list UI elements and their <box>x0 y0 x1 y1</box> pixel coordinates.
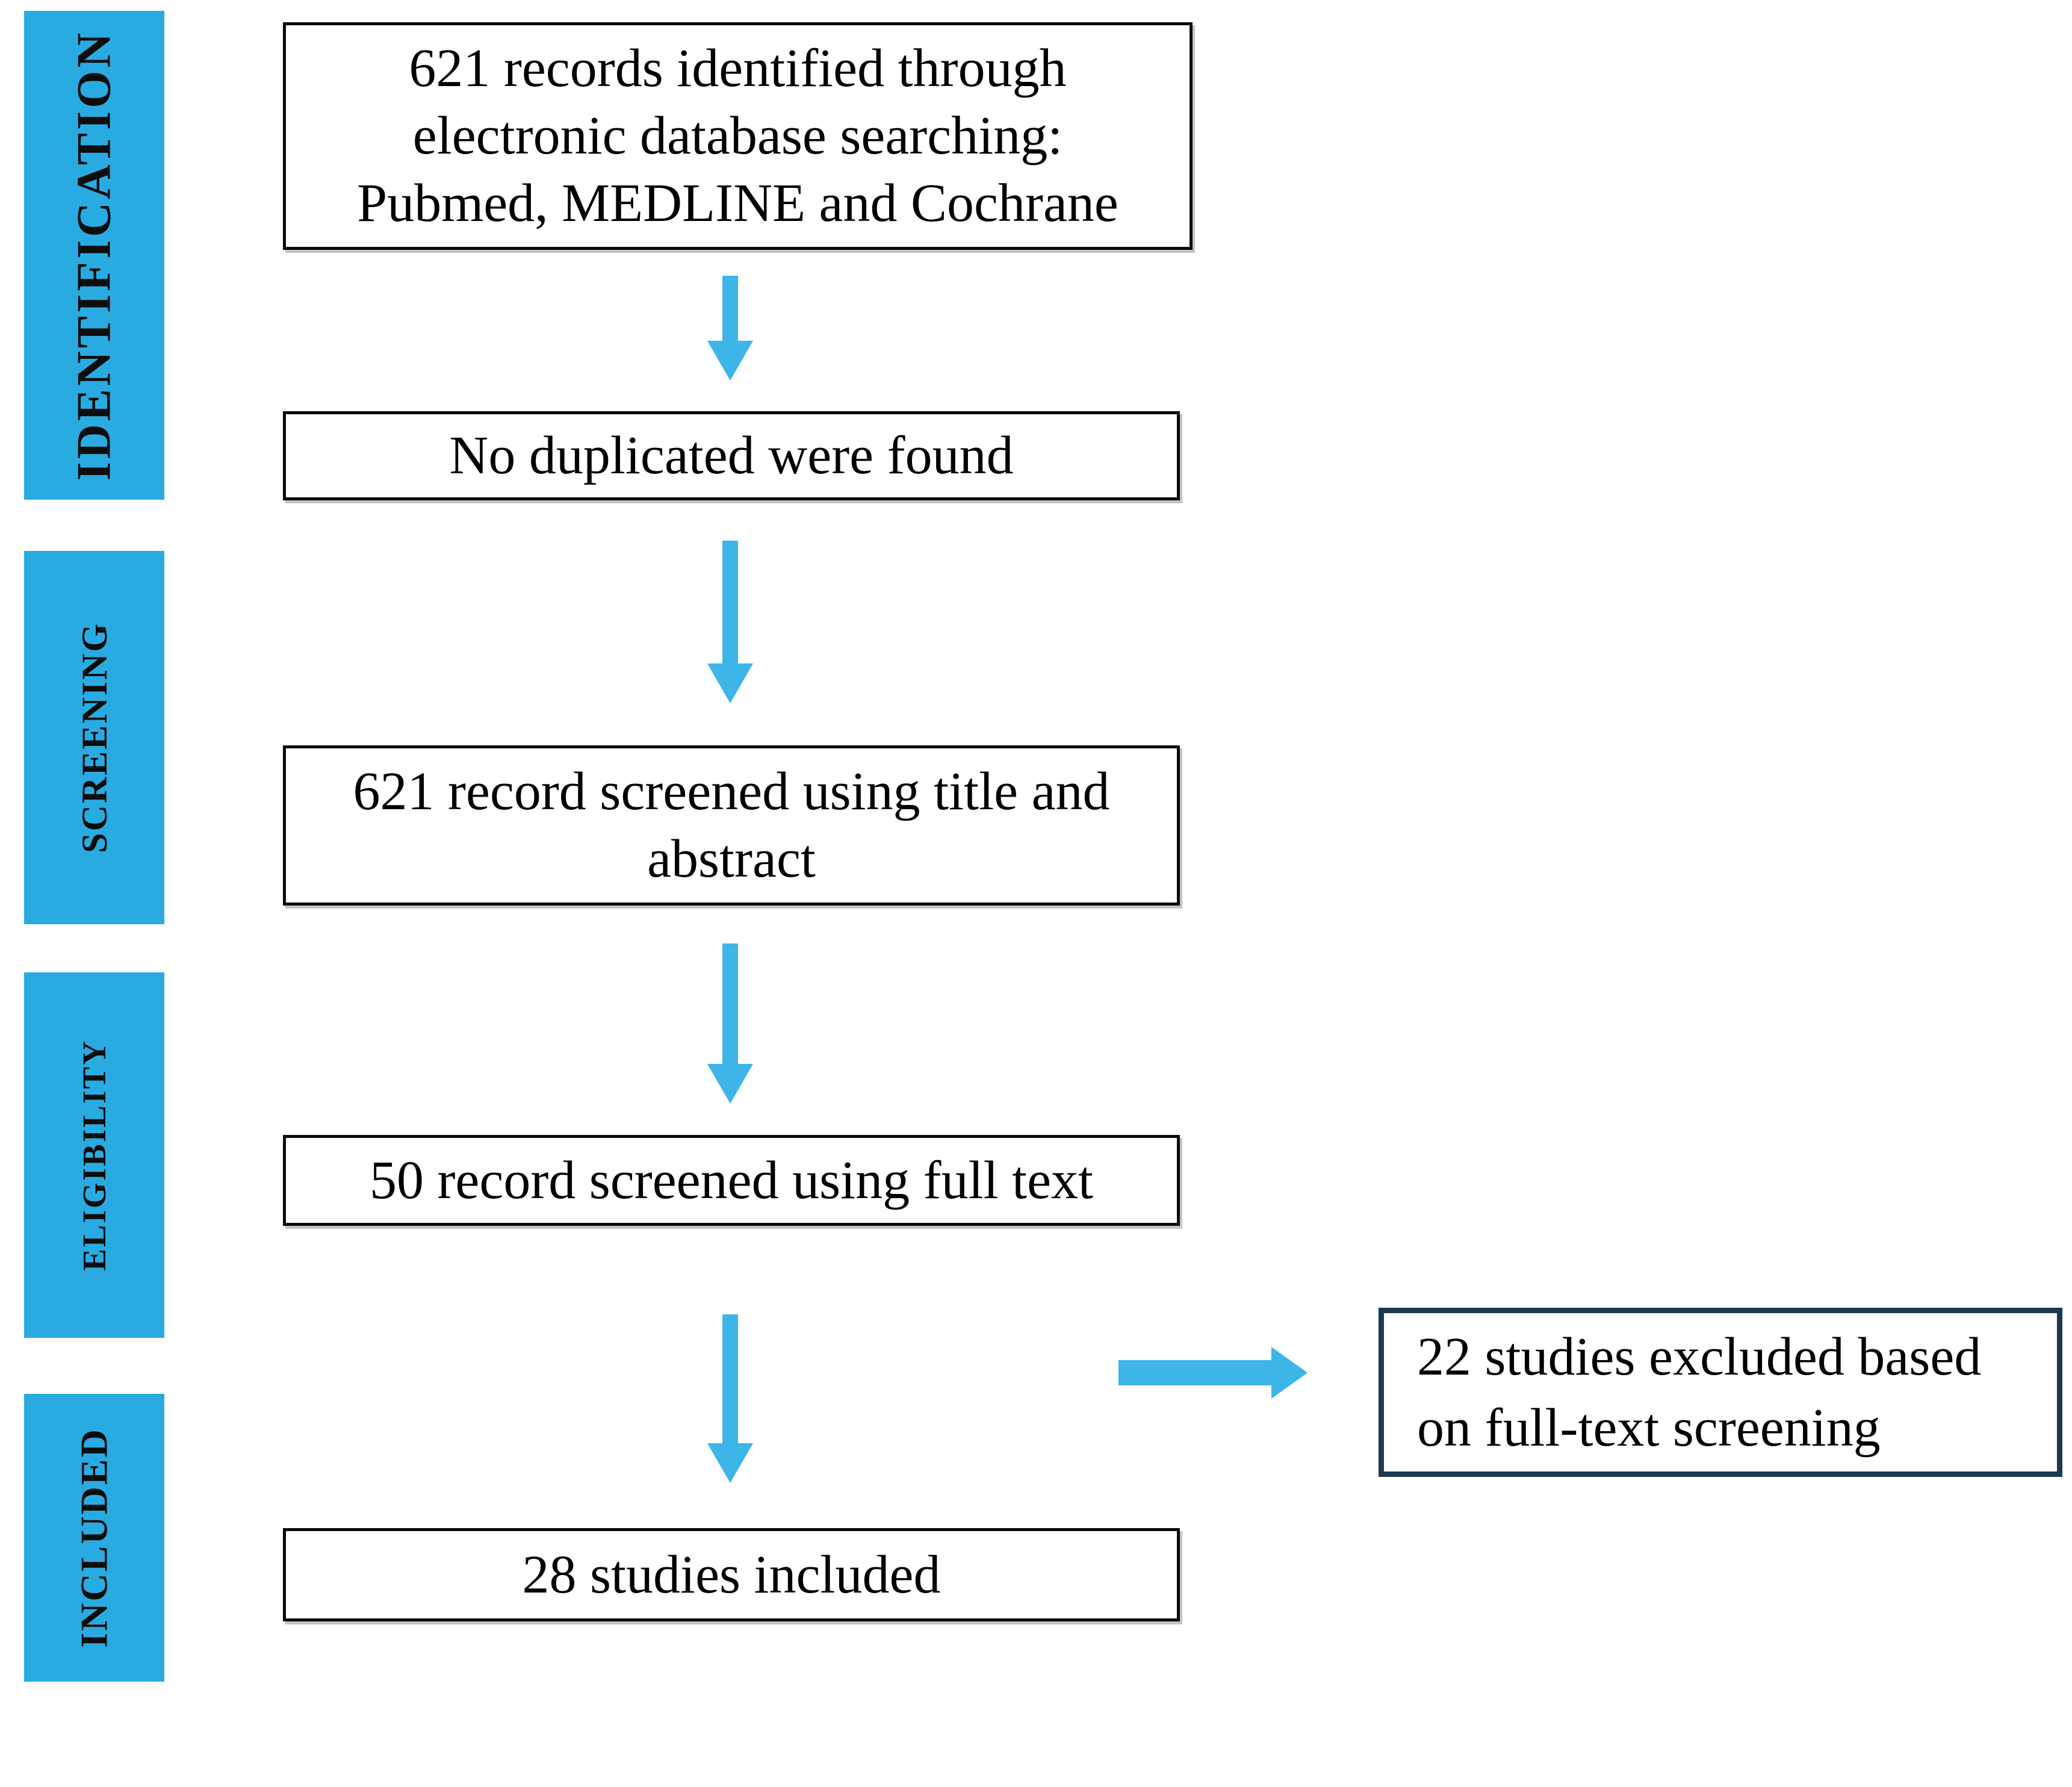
box-records-identified: 621 records identified through electroni… <box>283 22 1193 250</box>
stage-label-eligibility: ELIGIBILITY <box>76 1039 113 1271</box>
box-no-duplicates: No duplicated were found <box>283 411 1180 500</box>
box-text-line: abstract <box>647 829 816 889</box>
right-arrow-icon <box>1118 1347 1307 1399</box>
down-arrow-icon <box>707 541 753 703</box>
stage-label-identification: IDENTIFICATION <box>67 30 121 481</box>
arrow-head <box>1271 1347 1307 1399</box>
arrow-shaft <box>1118 1360 1271 1385</box>
arrow-shaft <box>722 541 738 664</box>
box-studies-included: 28 studies included <box>283 1528 1180 1621</box>
stage-bar-eligibility: ELIGIBILITY <box>24 972 164 1338</box>
box-text-line: Pubmed, MEDLINE and Cochrane <box>357 173 1118 233</box>
box-title-abstract-screened: 621 record screened using title and abst… <box>283 745 1180 906</box>
box-full-text-screened: 50 record screened using full text <box>283 1135 1180 1226</box>
box-text-line: on full-text screening <box>1417 1397 1881 1458</box>
arrow-shaft <box>722 276 738 341</box>
arrow-head <box>707 341 753 381</box>
stage-label-screening: SCREENING <box>74 622 114 853</box>
box-text-line: 621 record screened using title and <box>353 762 1110 821</box>
box-text-line: 22 studies excluded based <box>1417 1326 1982 1387</box>
down-arrow-icon <box>707 276 753 381</box>
arrow-head <box>707 1443 753 1483</box>
down-arrow-icon <box>707 943 753 1104</box>
box-text-line: 28 studies included <box>522 1544 941 1605</box>
stage-bar-identification: IDENTIFICATION <box>24 11 164 500</box>
box-text-line: 621 records identified through <box>409 39 1067 98</box>
arrow-head <box>707 664 753 703</box>
box-text-line: electronic database searching: <box>412 106 1063 166</box>
arrow-shaft <box>722 943 738 1064</box>
box-studies-excluded: 22 studies excluded based on full-text s… <box>1379 1308 2062 1477</box>
stage-bar-screening: SCREENING <box>24 551 164 924</box>
box-text-line: No duplicated were found <box>449 426 1014 485</box>
stage-label-included: INCLUDED <box>72 1428 116 1648</box>
down-arrow-icon <box>707 1314 753 1483</box>
arrow-head <box>707 1064 753 1104</box>
stage-bar-included: INCLUDED <box>24 1394 164 1682</box>
box-text-line: 50 record screened using full text <box>369 1150 1094 1210</box>
arrow-shaft <box>722 1314 738 1443</box>
